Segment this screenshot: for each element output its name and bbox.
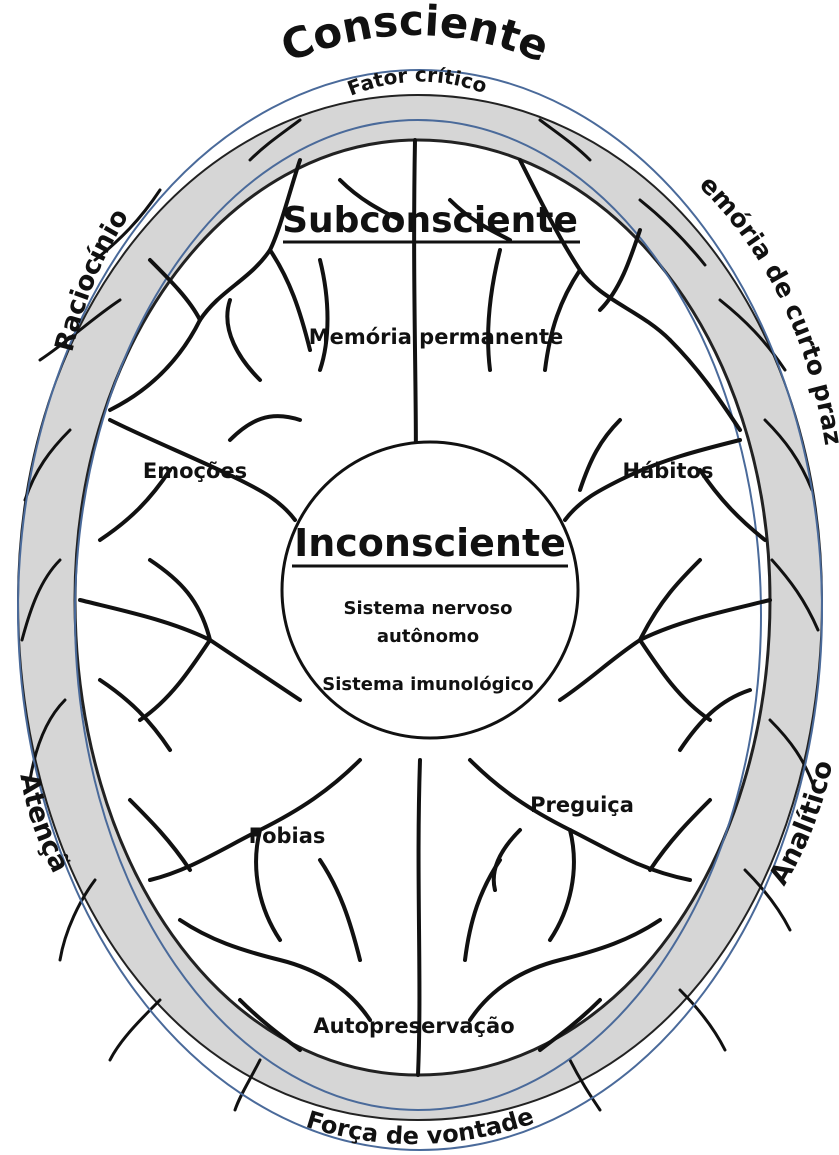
label-autonomo: autônomo [377, 626, 479, 647]
label-habitos: Hábitos [623, 459, 714, 483]
label-fobias: Fobias [249, 824, 326, 848]
label-inconsciente: Inconsciente [294, 521, 566, 565]
label-memoria-permanente: Memória permanente [309, 325, 564, 349]
label-autopreservacao: Autopreservação [313, 1014, 514, 1038]
label-sistema-nervoso: Sistema nervoso [344, 598, 513, 619]
label-sistema-imunologico: Sistema imunológico [322, 674, 533, 695]
label-consciente: Consciente [274, 0, 555, 72]
label-preguica: Preguiça [530, 793, 634, 817]
label-subconsciente: Subconsciente [282, 200, 578, 241]
label-emocoes: Emoções [143, 459, 247, 483]
